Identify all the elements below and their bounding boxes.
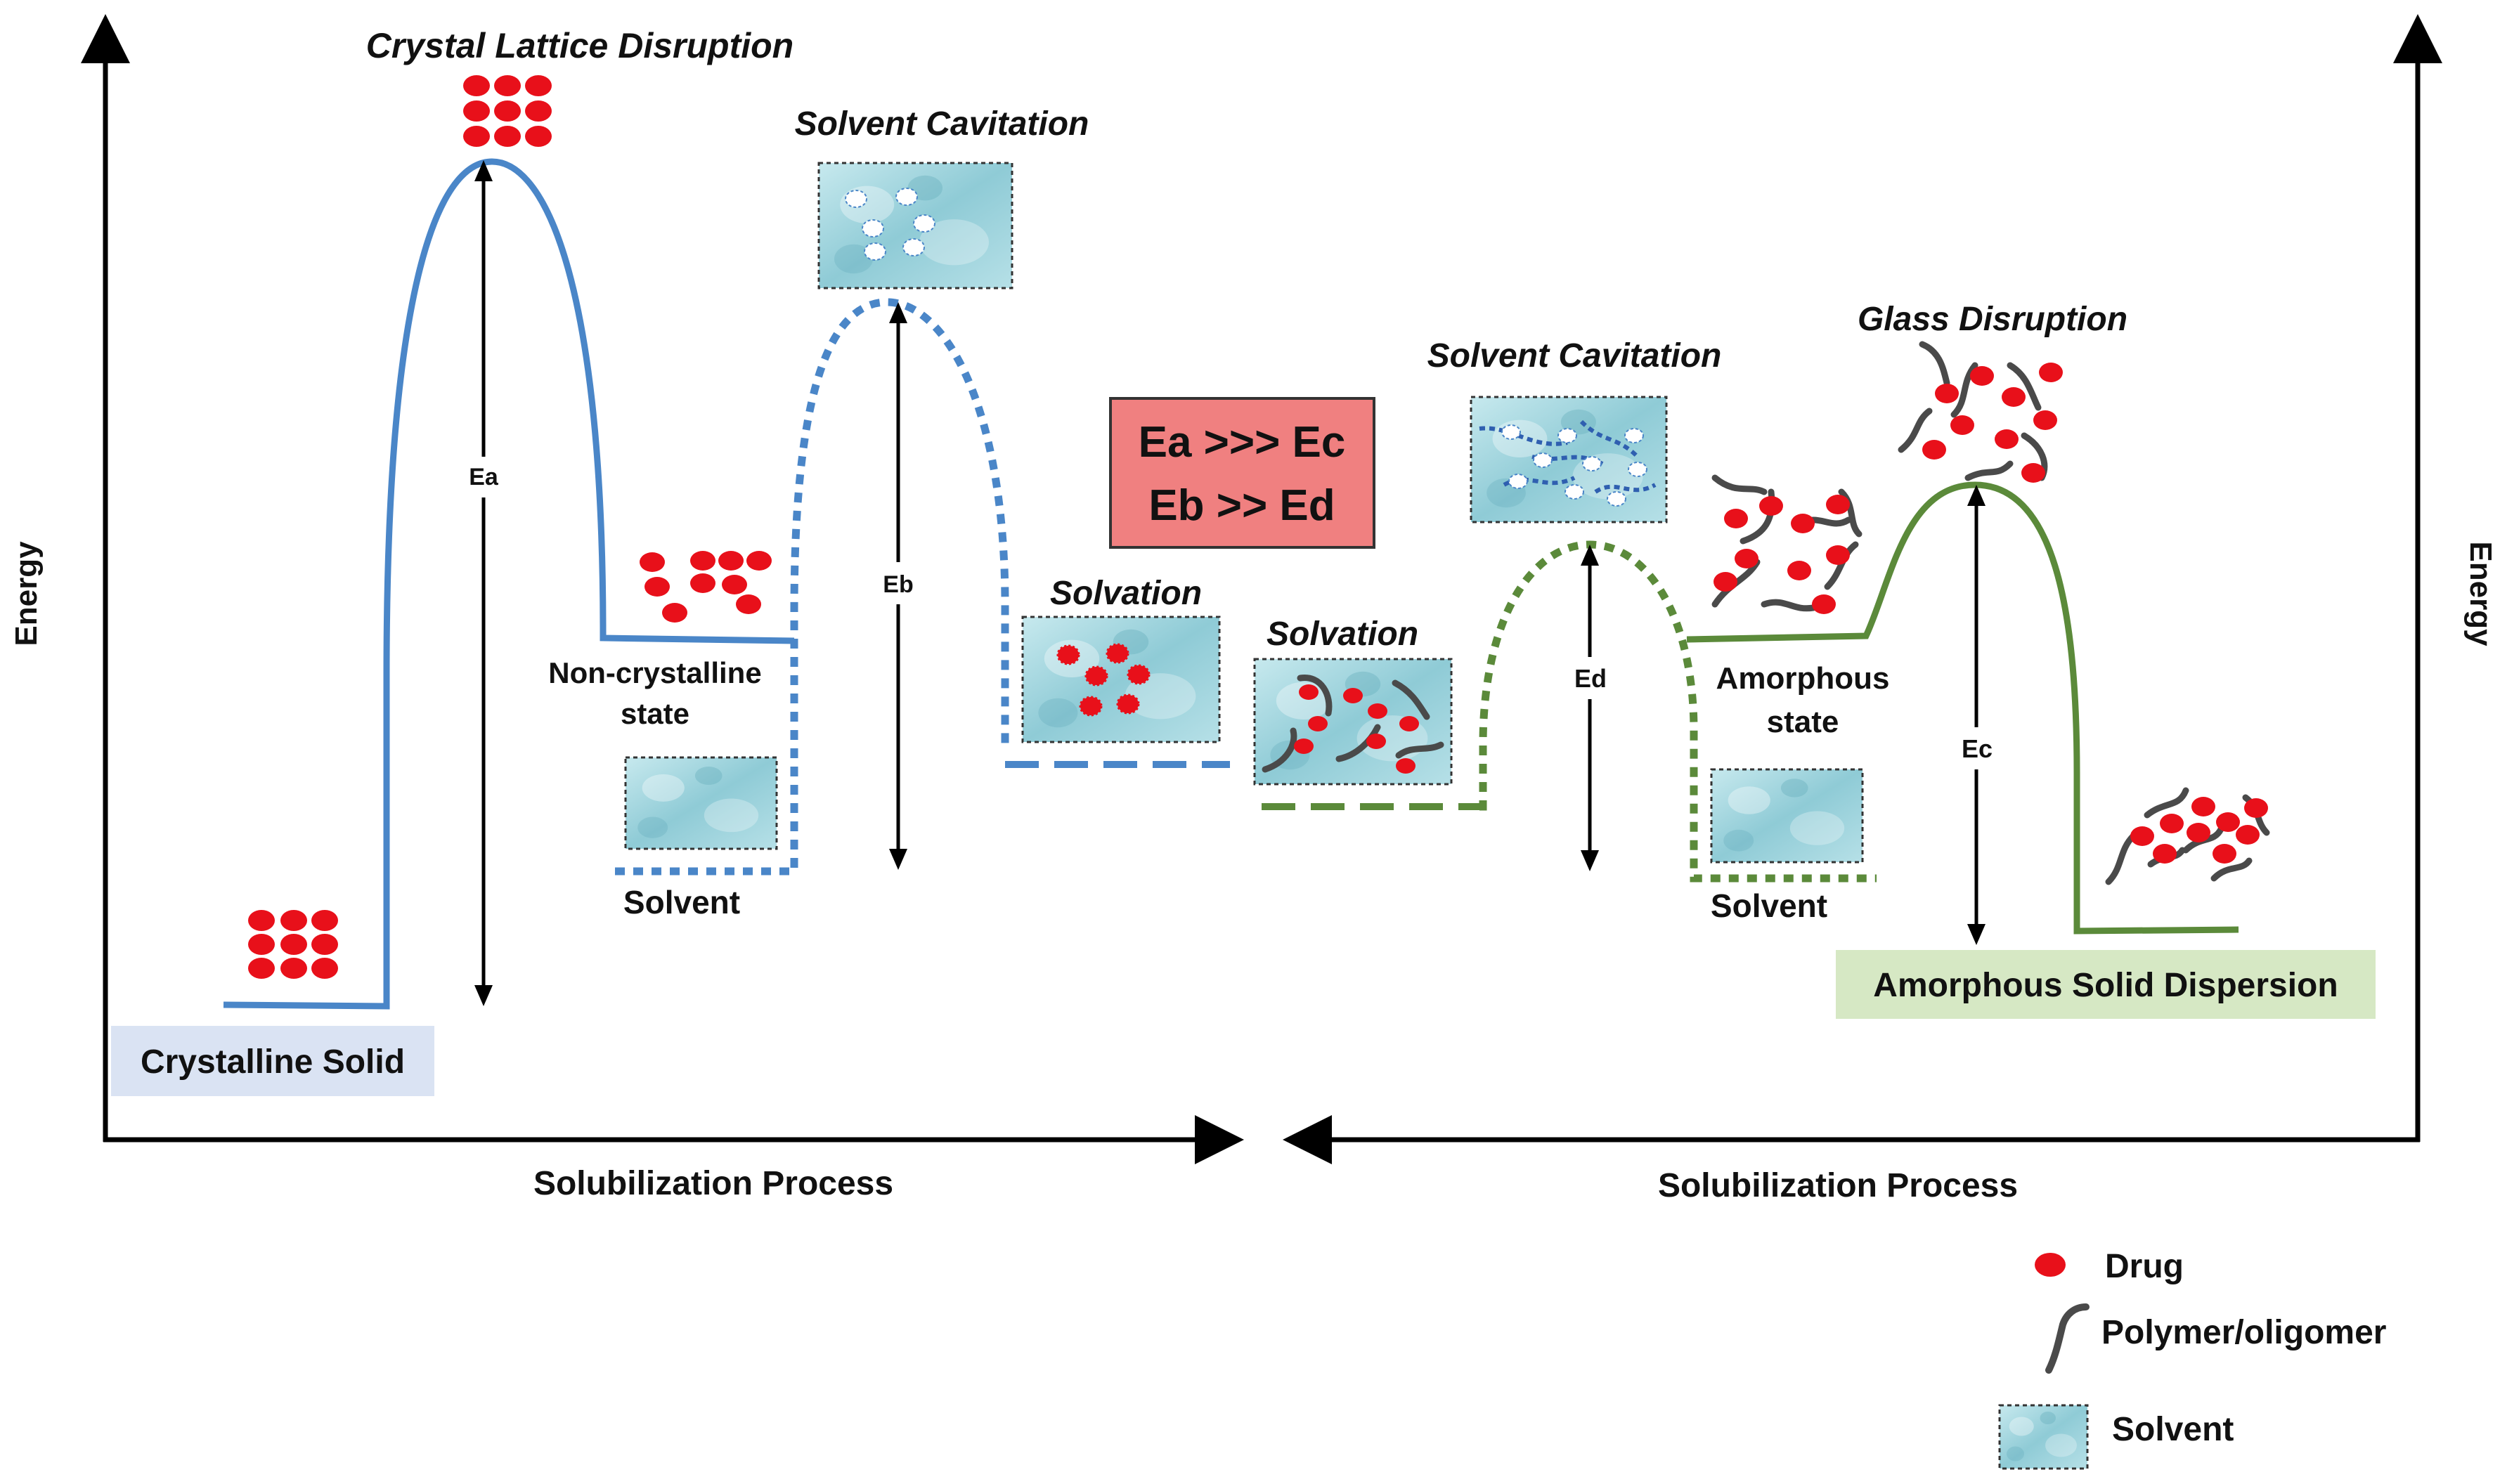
- eb-label-bg: [880, 562, 916, 604]
- right-solvation-label: Solvation: [1267, 616, 1418, 653]
- ec-arrow-top: [1967, 485, 1985, 506]
- legend-solvent-label: Solvent: [2112, 1411, 2234, 1448]
- left-solvation-label: Solvation: [1050, 575, 1202, 612]
- ed-label: Ed: [1574, 664, 1607, 693]
- right-solvent-cavitation-label: Solvent Cavitation: [1427, 337, 1722, 375]
- eb-label: Eb: [883, 571, 913, 598]
- amorphous-state-label-line2: state: [1767, 705, 1839, 739]
- legend-drug-icon: [2035, 1253, 2066, 1277]
- legend-drug-label: Drug: [2105, 1248, 2184, 1285]
- left-solvent-label: Solvent: [623, 884, 740, 920]
- right-energy-path: [1686, 481, 2239, 935]
- left-cavitation-box: [817, 162, 1013, 289]
- amorphous-state-cluster: [1711, 474, 1863, 614]
- legend-polymer-label: Polymer/oligomer: [2101, 1314, 2386, 1351]
- left-solvent-box: [624, 756, 778, 850]
- comparison-line1: Ea >>> Ec: [1139, 418, 1346, 467]
- ec-arrow-bottom: [1967, 924, 1985, 945]
- ec-label: Ec: [1962, 734, 1993, 763]
- glass-disruption-label: Glass Disruption: [1858, 301, 2127, 338]
- eb-arrow-bottom: [889, 849, 907, 870]
- right-solvation-box: [1253, 658, 1453, 786]
- non-crystalline-label-line2: state: [621, 697, 689, 730]
- ea-arrow-bottom: [474, 985, 493, 1006]
- crystalline-solid-label: Crystalline Solid: [141, 1043, 405, 1081]
- crystalline-solid-box: Crystalline Solid: [111, 1026, 434, 1096]
- right-y-axis-label: Energy: [2463, 541, 2498, 646]
- left-solvent-cavitation-label: Solvent Cavitation: [795, 105, 1089, 143]
- eb-arrow-top: [889, 302, 907, 323]
- left-y-axis-label: Energy: [9, 541, 44, 646]
- amorphous-state-label-line1: Amorphous: [1716, 661, 1890, 696]
- right-x-axis-label: Solubilization Process: [1658, 1167, 2018, 1204]
- ed-arrow-top: [1581, 545, 1599, 566]
- ed-arrow-bottom: [1581, 850, 1599, 871]
- crystalline-drug-cluster: [248, 910, 338, 979]
- right-solvent-box: [1710, 768, 1864, 864]
- non-crystalline-drug-cluster: [640, 551, 772, 623]
- asd-cluster: [2105, 787, 2270, 885]
- legend-solvent-icon: [1998, 1404, 2089, 1470]
- crystal-lattice-disruption-label: Crystal Lattice Disruption: [366, 26, 793, 65]
- ea-label-bg: [465, 457, 502, 497]
- legend: Drug Polymer/oligomer Solvent: [1998, 1248, 2386, 1470]
- glass-disruption-cluster: [1898, 341, 2063, 483]
- lattice-disruption-drug-cluster: [463, 75, 552, 147]
- legend-polymer-icon: [2045, 1303, 2090, 1374]
- non-crystalline-label-line1: Non-crystalline: [548, 656, 761, 689]
- right-cavitation-box: [1470, 396, 1668, 523]
- comparison-line2: Eb >> Ed: [1148, 481, 1335, 530]
- right-solvent-label: Solvent: [1711, 887, 1827, 924]
- ea-label: Ea: [469, 464, 499, 490]
- ec-label-bg: [1957, 727, 1997, 769]
- ea-arrow-top: [474, 160, 493, 181]
- left-x-axis-label: Solubilization Process: [533, 1165, 893, 1202]
- asd-box: Amorphous Solid Dispersion: [1836, 950, 2376, 1019]
- ed-label-bg: [1571, 657, 1610, 699]
- left-solvation-box: [1021, 616, 1221, 743]
- left-energy-path: [223, 158, 795, 1010]
- comparison-box: Ea >>> Ec Eb >> Ed: [1109, 397, 1375, 549]
- asd-label: Amorphous Solid Dispersion: [1873, 967, 2338, 1004]
